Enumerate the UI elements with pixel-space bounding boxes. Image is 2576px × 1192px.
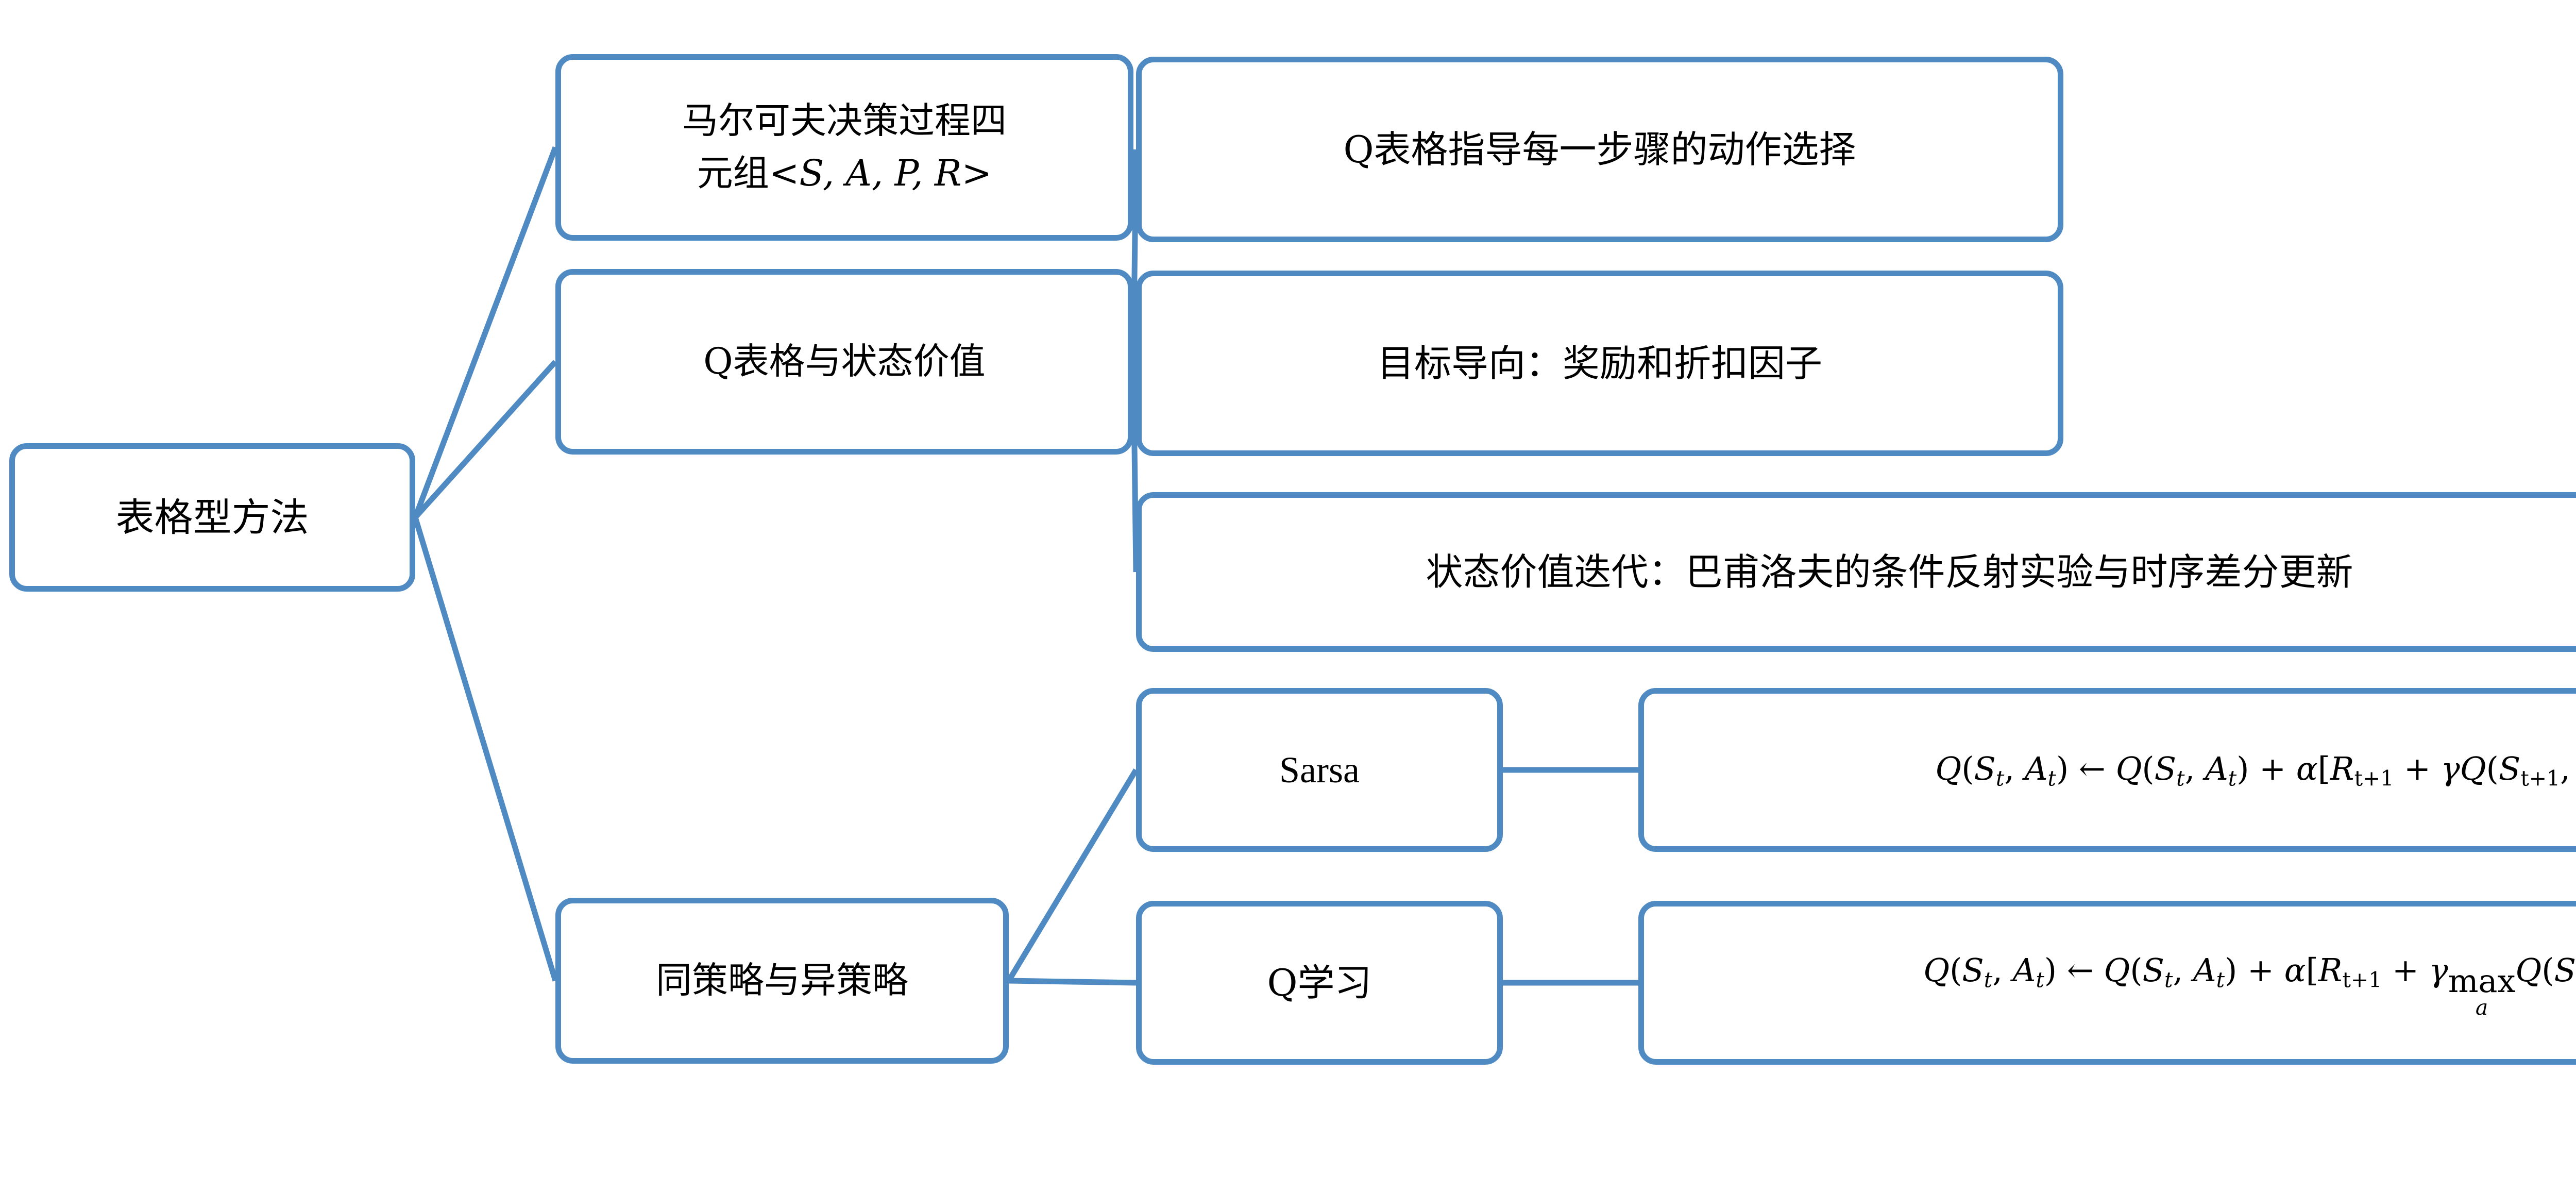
edge-qtable-to-value (1130, 361, 1139, 573)
node-goal[interactable]: 目标导向：奖励和折扣因子 (1136, 271, 2063, 456)
node-value-iteration[interactable]: 状态价值迭代：巴甫洛夫的条件反射实验与时序差分更新 (1136, 492, 2576, 652)
sarsa-equation-formula: Q(St, At) ← Q(St, At) + α[Rt+1 + γQ(St+1… (1935, 750, 2570, 791)
node-policy-label: 同策略与异策略 (656, 959, 908, 1002)
node-sarsa-equation[interactable]: Q(St, At) ← Q(St, At) + α[Rt+1 + γQ(St+1… (1638, 688, 2576, 852)
node-qtable-label: Q表格与状态价值 (703, 340, 986, 383)
node-sarsa[interactable]: Sarsa (1136, 688, 1503, 852)
eq-arrow: ← (2078, 750, 2106, 788)
node-qstep[interactable]: Q表格指导每一步骤的动作选择 (1136, 57, 2063, 242)
node-mdp-line1: 马尔可夫决策过程四 (682, 99, 1007, 142)
node-mdp-content: 马尔可夫决策过程四 元组<S, A, P, R> (570, 95, 1118, 200)
edge-policy-to-qlearn (1008, 978, 1137, 986)
node-mdp-line2-suffix: > (961, 152, 992, 194)
edge-root-to-policy (412, 516, 558, 982)
node-goal-label: 目标导向：奖励和折扣因子 (1377, 341, 1822, 385)
eq-gamma: γ (2441, 750, 2460, 788)
node-qlearning-label: Q学习 (1267, 961, 1372, 1004)
eq-q1: Q (1935, 750, 1962, 788)
eq-arrow-q: ← (2066, 951, 2094, 989)
node-qstep-label: Q表格指导每一步骤的动作选择 (1343, 127, 1856, 171)
eq-alpha: α (2296, 750, 2318, 788)
edge-qtable-to-qstep (1130, 149, 1139, 362)
node-policy[interactable]: 同策略与异策略 (555, 898, 1009, 1064)
node-mdp-line2-prefix: 元组< (697, 152, 800, 194)
node-qlearning[interactable]: Q学习 (1136, 901, 1503, 1065)
edge-root-to-qtable (413, 360, 558, 519)
node-root-label: 表格型方法 (115, 494, 309, 540)
edge-root-to-mdp (412, 146, 558, 518)
node-value-iteration-label: 状态价值迭代：巴甫洛夫的条件反射实验与时序差分更新 (1426, 550, 2353, 594)
node-mdp[interactable]: 马尔可夫决策过程四 元组<S, A, P, R> (555, 54, 1133, 241)
edge-policy-to-sarsa (1006, 768, 1139, 982)
node-qtable[interactable]: Q表格与状态价值 (555, 269, 1133, 455)
node-root[interactable]: 表格型方法 (9, 443, 415, 592)
node-sarsa-label: Sarsa (1279, 749, 1360, 791)
node-mdp-line2-vars: S, A, P, R (799, 152, 962, 194)
